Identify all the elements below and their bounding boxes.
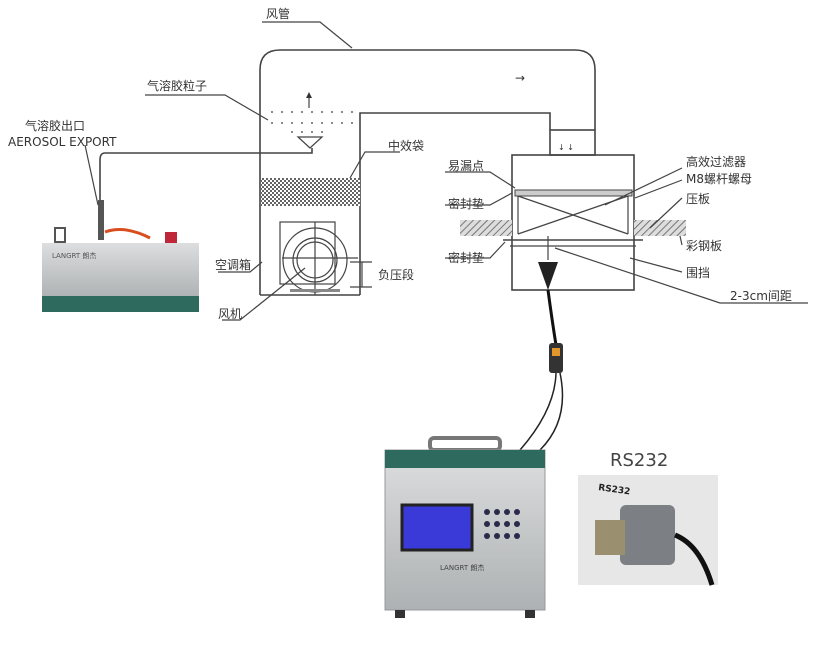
rs232-sticker: RS232 bbox=[598, 483, 631, 497]
counter-screen bbox=[400, 503, 474, 552]
rs232-photo: RS232 bbox=[578, 475, 718, 586]
duct: → bbox=[259, 49, 596, 296]
label-gap: 2-3cm间距 bbox=[730, 289, 792, 303]
label-gasket-bottom: 密封垫 bbox=[448, 250, 484, 265]
label-aerosol-particles: 气溶胶粒子 bbox=[147, 78, 207, 93]
label-gasket-top: 密封垫 bbox=[448, 196, 484, 211]
label-leak-point: 易漏点 bbox=[448, 159, 484, 173]
particle-counter-device: LANGRT 朗杰 bbox=[384, 436, 546, 618]
label-aerosol-outlet-en: AEROSOL EXPORT bbox=[8, 135, 117, 149]
counter-brand: LANGRT 朗杰 bbox=[440, 563, 484, 572]
fan-icon bbox=[279, 221, 358, 295]
label-enclosure: 围挡 bbox=[686, 266, 710, 280]
probe-handle bbox=[549, 343, 563, 373]
label-m8-bolt: M8螺杆螺母 bbox=[686, 172, 752, 186]
nozzle-icon bbox=[296, 136, 324, 149]
label-medium-bag: 中效袋 bbox=[388, 138, 424, 153]
aerosol-particles bbox=[271, 111, 353, 133]
label-hepa-filter: 高效过滤器 bbox=[686, 154, 746, 169]
label-color-steel: 彩钢板 bbox=[686, 239, 722, 253]
label-negative-pressure: 负压段 bbox=[378, 267, 414, 282]
airflow-arrow-icon: → bbox=[515, 71, 525, 85]
aerosol-generator-device: LANGRT 朗杰 bbox=[42, 200, 199, 312]
generator-brand: LANGRT 朗杰 bbox=[52, 251, 96, 260]
svg-text:↓ ↓: ↓ ↓ bbox=[558, 143, 574, 152]
hepa-housing: ↓ ↓ bbox=[460, 129, 686, 291]
label-aerosol-outlet: 气溶胶出口 bbox=[25, 118, 85, 133]
aerosol-tube bbox=[99, 148, 313, 205]
label-fan: 风机 bbox=[218, 307, 242, 321]
label-duct: 风管 bbox=[266, 6, 290, 21]
label-press-plate: 压板 bbox=[686, 192, 710, 206]
probe-nozzle-icon bbox=[538, 262, 558, 290]
leader-lines bbox=[84, 21, 808, 321]
rs232-title: RS232 bbox=[610, 450, 668, 471]
medium-efficiency-bag-filter bbox=[261, 178, 360, 206]
label-ahu: 空调箱 bbox=[215, 257, 251, 272]
